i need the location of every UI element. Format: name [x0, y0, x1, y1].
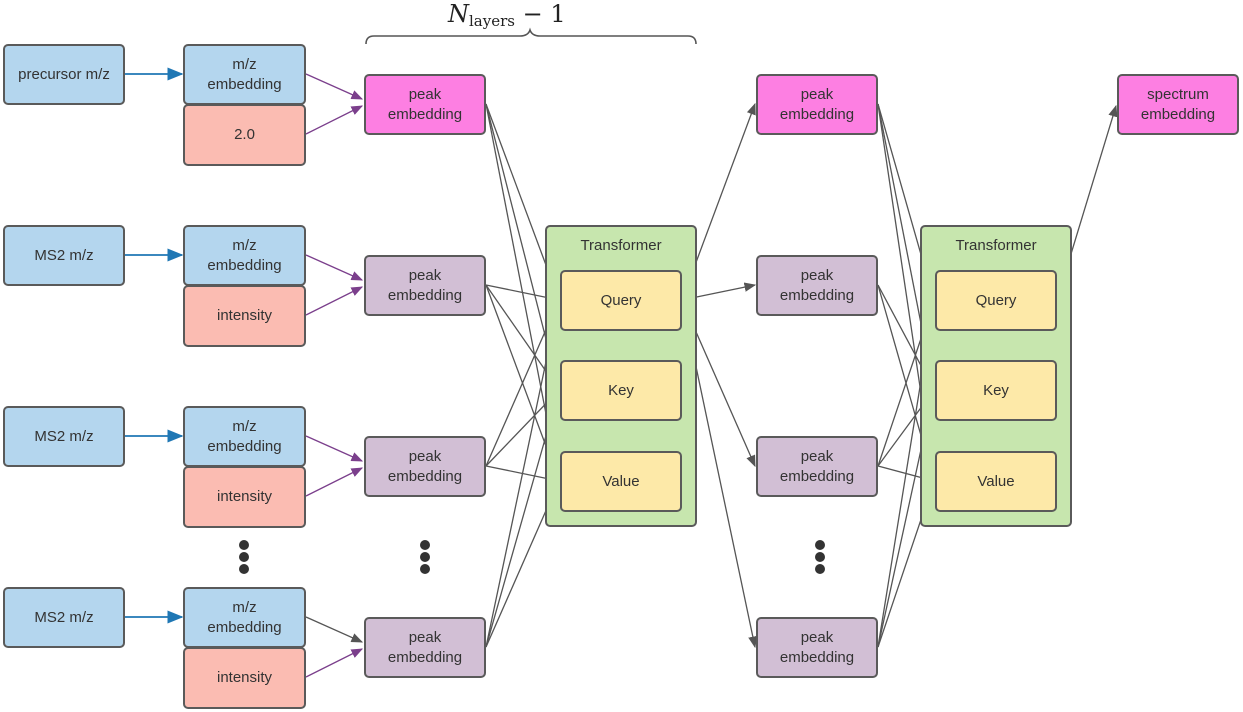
output-peak-node-3: peak embedding: [756, 617, 878, 678]
value-node-2: Value: [935, 451, 1057, 512]
brace: [365, 27, 697, 45]
edge-second-to-peak: [305, 105, 364, 135]
edge-embedding-to-peak: [305, 616, 364, 643]
source-node-1: MS2 m/z: [3, 225, 125, 286]
source-node-0: precursor m/z: [3, 44, 125, 105]
key-node-1: Key: [560, 360, 682, 421]
key-node-2: Key: [935, 360, 1057, 421]
source-node-2: MS2 m/z: [3, 406, 125, 467]
edge-embedding-to-peak: [305, 435, 364, 462]
intensity-node-2: intensity: [183, 466, 306, 528]
edge-second-to-peak: [305, 286, 364, 316]
mz-embedding-node-3: m/z embedding: [183, 587, 306, 648]
brace-symbol: N: [448, 0, 469, 28]
peak-embedding-node-0: peak embedding: [364, 74, 486, 135]
edge-second-to-peak: [305, 467, 364, 497]
mz-embedding-node-0: m/z embedding: [183, 44, 306, 105]
value-node-1: Value: [560, 451, 682, 512]
query-node-1: Query: [560, 270, 682, 331]
edge-embedding-to-peak: [305, 254, 364, 281]
brace-suffix: − 1: [514, 0, 566, 28]
intensity-node-3: intensity: [183, 647, 306, 709]
intensity-node-1: intensity: [183, 285, 306, 347]
second-node-0: 2.0: [183, 104, 306, 166]
brace-label: Nlayers − 1: [448, 0, 566, 30]
peak-embedding-node-2: peak embedding: [364, 436, 486, 497]
mz-embedding-node-1: m/z embedding: [183, 225, 306, 286]
brace-subscript: layers: [469, 12, 515, 30]
query-node-2: Query: [935, 270, 1057, 331]
ellipsis-outputs: [815, 540, 825, 576]
ellipsis-embeddings: [239, 540, 249, 576]
output-peak-node-1: peak embedding: [756, 255, 878, 316]
mz-embedding-node-2: m/z embedding: [183, 406, 306, 467]
transformer-title-2: Transformer: [955, 237, 1037, 254]
ellipsis-peaks: [420, 540, 430, 576]
output-peak-node-2: peak embedding: [756, 436, 878, 497]
transformer-title-1: Transformer: [580, 237, 662, 254]
peak-embedding-node-1: peak embedding: [364, 255, 486, 316]
peak-embedding-node-3: peak embedding: [364, 617, 486, 678]
edge-second-to-peak: [305, 648, 364, 678]
edge-embedding-to-peak: [305, 73, 364, 100]
output-peak-node-0: peak embedding: [756, 74, 878, 135]
source-node-3: MS2 m/z: [3, 587, 125, 648]
spectrum-embedding-node: spectrum embedding: [1117, 74, 1239, 135]
